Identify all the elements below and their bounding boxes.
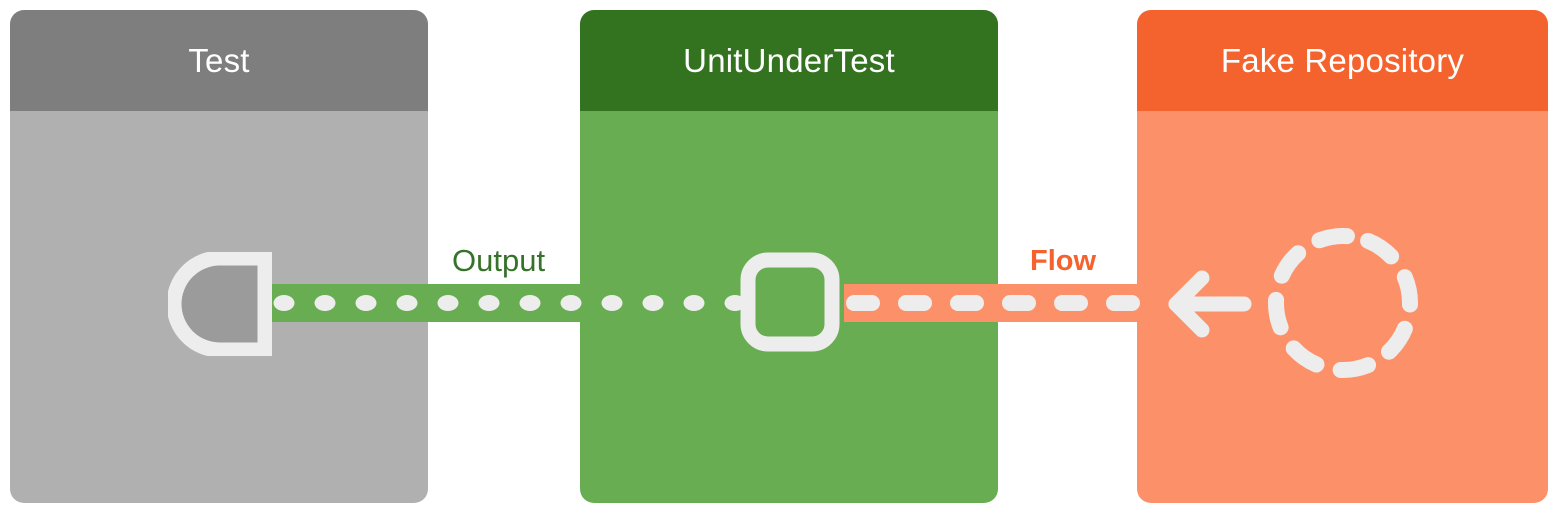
participant-header-fake-repository: Fake Repository — [1137, 10, 1548, 111]
participant-title-test: Test — [188, 41, 250, 79]
participant-header-test: Test — [10, 10, 428, 111]
dashed-circle-icon — [1260, 220, 1426, 386]
arrow-left-icon — [1160, 268, 1252, 340]
connector-band-flow[interactable] — [844, 284, 1154, 322]
participant-header-unit-under-test: UnitUnderTest — [580, 10, 998, 111]
participant-title-unit-under-test: UnitUnderTest — [683, 41, 895, 79]
port-square-icon — [740, 252, 840, 352]
connector-label-output: Output — [452, 243, 546, 278]
connector-label-flow: Flow — [1030, 245, 1097, 277]
participant-title-fake-repository: Fake Repository — [1220, 41, 1465, 79]
socket-icon — [168, 252, 272, 356]
